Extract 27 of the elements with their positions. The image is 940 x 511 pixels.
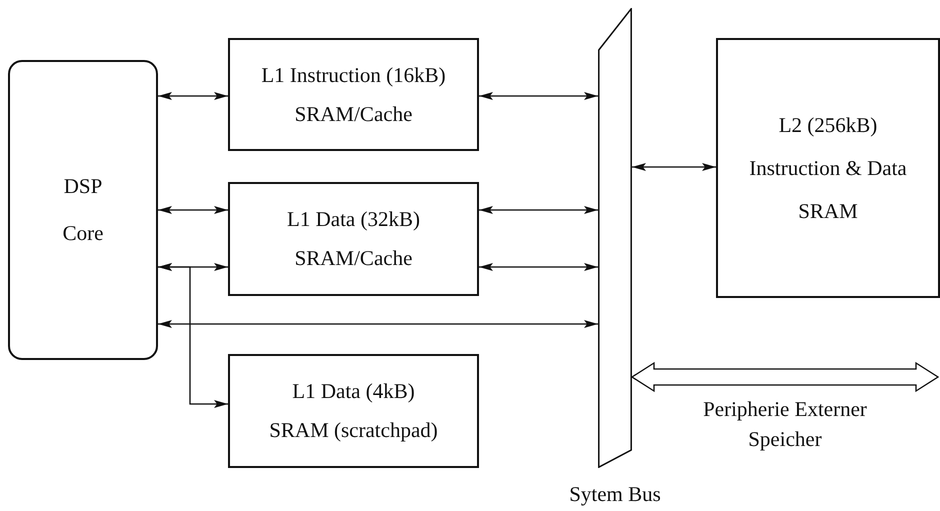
box-label: L1 Data (4kB) (292, 379, 415, 404)
core-box (8, 60, 158, 360)
box-label: SRAM (798, 198, 858, 224)
memory-box (228, 182, 479, 296)
box-label: SRAM/Cache (294, 102, 412, 126)
arrow (158, 206, 228, 214)
bus-label: Sytem Bus (569, 482, 661, 507)
box-label: L1 Instruction (16kB) (261, 62, 446, 88)
arrow (158, 320, 598, 328)
arrow (479, 263, 598, 271)
box-label: SRAM (scratchpad) (269, 418, 438, 443)
box-label: SRAM/Cache (294, 246, 412, 271)
box-label: L2 (256kB) (778, 112, 878, 138)
memory-box (228, 38, 479, 151)
double-arrow (630, 362, 940, 392)
box-label: L1 Data (32kB) (287, 207, 420, 232)
box-label: DSP (64, 174, 102, 199)
memory-box (228, 354, 479, 468)
arrow (632, 163, 716, 171)
arrow (479, 206, 598, 214)
arrow (158, 263, 228, 408)
memory-box (716, 38, 940, 298)
box-label: Instruction & Data (749, 156, 907, 180)
arrow (479, 92, 598, 100)
box-label: Core (62, 221, 104, 246)
arrow (158, 92, 228, 100)
bus-bar (598, 8, 632, 468)
